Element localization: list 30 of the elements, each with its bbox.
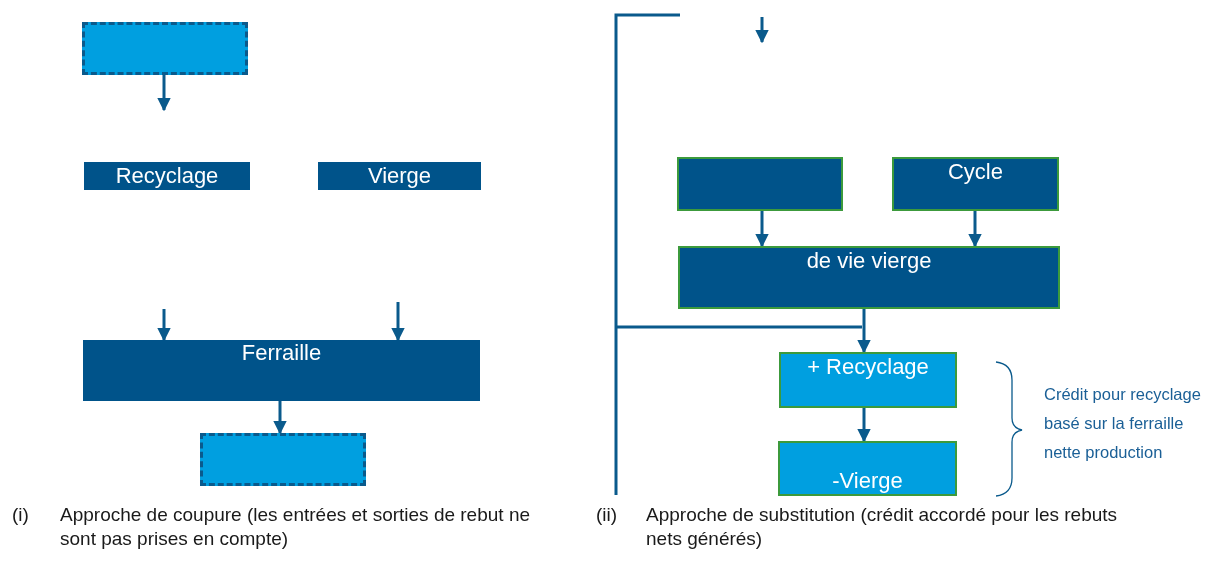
caption-number: (i) (12, 503, 30, 527)
process-box (200, 433, 366, 486)
arrow (273, 401, 287, 435)
process-box (84, 162, 250, 190)
box-label: -Vierge (832, 468, 903, 494)
box-label: de vie vierge (806, 248, 932, 274)
caption-text: Approche de substitution (crédit accordé pour les rebuts nets générés) (646, 503, 1119, 551)
box-label: + Recyclage (807, 354, 929, 380)
process-box (83, 340, 480, 401)
box-label: Cycle (948, 159, 1003, 185)
arrow (968, 211, 982, 248)
process-box (778, 441, 957, 496)
process-box (779, 352, 957, 408)
box-label: Vierge (367, 163, 432, 189)
arrow (755, 211, 769, 248)
process-box (318, 162, 481, 190)
process-box (678, 246, 1060, 309)
arrow (157, 75, 171, 112)
arrow (391, 302, 405, 342)
arrow (157, 309, 171, 342)
process-box (82, 22, 248, 75)
process-box (892, 157, 1059, 211)
process-box (677, 157, 843, 211)
arrow (857, 309, 871, 354)
box-label: Recyclage (115, 163, 219, 189)
box-label: Ferraille (241, 340, 322, 366)
caption-text: Approche de coupure (les entrées et sorties de rebut ne sont pas prises en compte) (60, 503, 531, 551)
arrow (857, 408, 871, 443)
annotation-text: Crédit pour recyclage basé sur la ferraille nette production (1044, 384, 1202, 463)
caption-number: (ii) (596, 503, 619, 527)
